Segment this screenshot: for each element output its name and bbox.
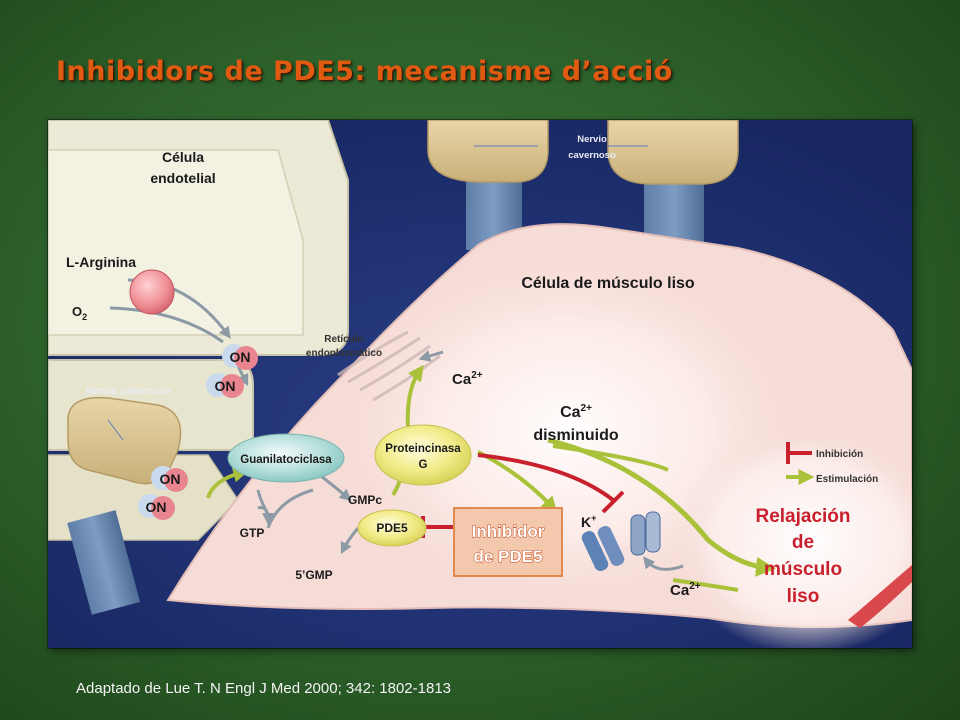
inhibitor-label-1: Inhibidor (472, 522, 545, 541)
pde5-label: PDE5 (376, 521, 408, 535)
calcium-label-bottom: Ca2+ (670, 581, 701, 599)
protein-kinase-g-enzyme (374, 424, 472, 486)
nerve-terminal-left (67, 396, 182, 615)
no-label-3: ON (160, 471, 181, 487)
inhibitor-label-2: de PDE5 (474, 547, 543, 566)
no-label-2: ON (215, 378, 236, 394)
er-label-2: endoplasmático (306, 348, 382, 359)
nerve-left-label: Nervio cavernoso (86, 386, 170, 397)
pde5-inhibitor-box (453, 507, 563, 577)
muscle-fiber (848, 565, 912, 628)
calcium-low-label-1: Ca2+ (560, 403, 592, 421)
protein-kinase-label-1: Proteincinasa (385, 443, 461, 455)
cgmp-label: GMPc (348, 493, 382, 507)
gmp5-label: 5’GMP (295, 568, 332, 582)
cell-glow-right (673, 425, 912, 648)
pathway-arrows (109, 278, 776, 592)
gtp-label: GTP (240, 526, 265, 540)
relaxation-label-3: músculo (764, 559, 842, 580)
nerve-top-label-2: cavernoso (568, 150, 616, 161)
guanylate-cyclase-enzyme (227, 433, 345, 483)
endothelial-label-1: Célula (162, 149, 204, 165)
er-label-1: Retículo (324, 334, 363, 345)
relaxation-label-4: liso (787, 586, 820, 607)
slide-title: Inhibidors de PDE5: mecanisme d’acció (56, 56, 673, 87)
endothelial-label-2: endotelial (150, 170, 215, 186)
citation: Adaptado de Lue T. N Engl J Med 2000; 34… (76, 680, 452, 697)
no-label-1: ON (230, 349, 251, 365)
endothelial-cells (48, 120, 349, 541)
diagram-canvas: Nervio cavernoso Célula endotelial L-Arg… (48, 120, 912, 648)
legend (786, 442, 815, 485)
potassium-label: K+ (581, 513, 596, 530)
no-label-4: ON (146, 499, 167, 515)
smooth-muscle-label: Célula de músculo liso (521, 275, 695, 292)
relaxation-label-2: de (792, 532, 814, 553)
no-molecules (138, 344, 258, 520)
nerve-top-label-1: Nervio (577, 134, 607, 145)
ion-channels (581, 511, 661, 572)
guanylate-label: Guanilatociclasa (240, 454, 332, 466)
oxygen-label: O2 (72, 304, 87, 322)
l-arginine-label: L-Arginina (66, 254, 136, 270)
legend-inhibition-label: Inhibición (816, 449, 863, 460)
relaxation-label-1: Relajación (755, 506, 850, 527)
mechanism-diagram: Nervio cavernoso Célula endotelial L-Arg… (48, 120, 912, 648)
pde5-enzyme (357, 509, 427, 547)
legend-stimulation-label: Estimulación (816, 474, 878, 485)
l-arginine-molecule (129, 269, 175, 315)
protein-kinase-label-2: G (419, 459, 428, 471)
calcium-low-label-2: disminuido (533, 427, 619, 444)
calcium-label-top: Ca2+ (452, 370, 483, 388)
